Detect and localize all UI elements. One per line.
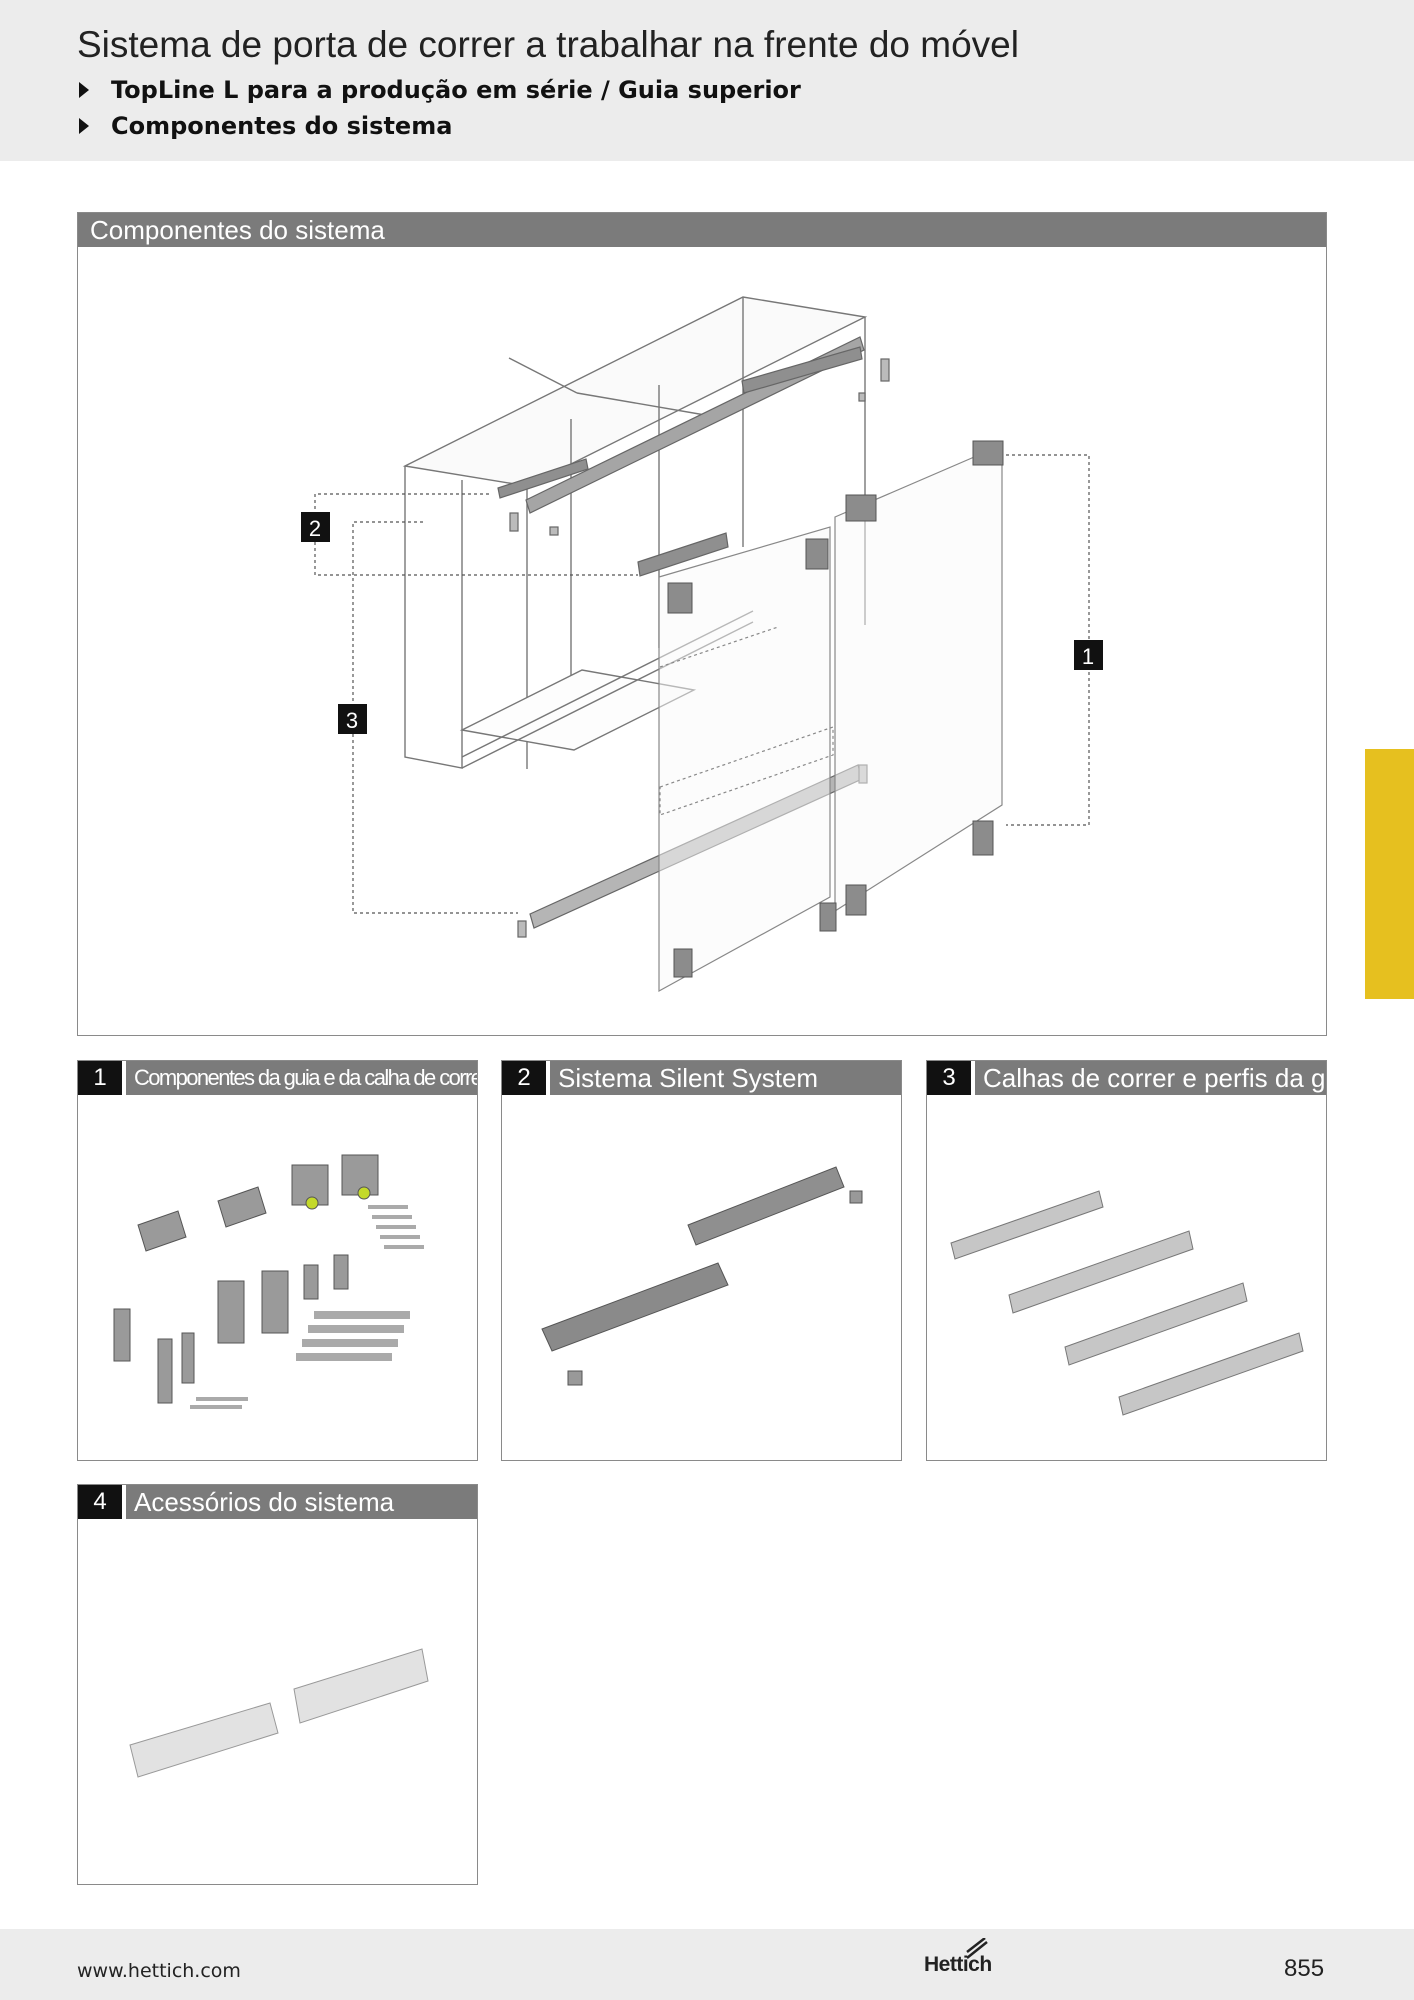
callout-badge-2: 2: [301, 512, 330, 542]
footer-url-link[interactable]: www.hettich.com: [77, 1960, 241, 1982]
panel-heading: 1 Componentes da guia e da calha de corr…: [78, 1061, 477, 1095]
panel-heading: 3 Calhas de correr e perfis da guia: [927, 1061, 1326, 1095]
hettich-logo: Hettich: [924, 1953, 992, 1976]
panel-heading: 4 Acessórios do sistema: [78, 1485, 477, 1519]
breadcrumb-item[interactable]: Componentes do sistema: [79, 110, 452, 142]
page-title: Sistema de porta de correr a trabalhar n…: [77, 24, 1019, 65]
section-color-tab: [1365, 749, 1414, 999]
panel-label: Componentes da guia e da calha de correr: [134, 1065, 477, 1090]
breadcrumb-label: TopLine L para a produção em série / Gui…: [111, 76, 801, 104]
footer-band: [0, 1929, 1414, 2000]
sub-panel-rails-profiles: 3 Calhas de correr e perfis da guia: [926, 1060, 1327, 1461]
callout-label: 2: [309, 516, 321, 541]
guide-components-illustration: [113, 1154, 424, 1409]
system-overview-panel: Componentes do sistema: [77, 212, 1327, 1036]
callout-label: 1: [1082, 644, 1094, 669]
rails-profiles-illustration: [950, 1190, 1304, 1416]
callout-badge-3: 3: [338, 704, 367, 734]
sub-panel-guide-components: 1 Componentes da guia e da calha de corr…: [77, 1060, 478, 1461]
panel-heading: Componentes do sistema: [78, 213, 1326, 247]
hettich-logo-mark: [966, 1938, 988, 1959]
callout-badge-1: 1: [1074, 640, 1103, 670]
breadcrumb-label: Componentes do sistema: [111, 112, 453, 140]
cabinet-exploded-diagram: 2 3 1: [301, 296, 1103, 993]
accessories-illustration: [129, 1648, 429, 1778]
panel-number-badge: 4: [78, 1485, 126, 1519]
panel-number-badge: 1: [78, 1061, 126, 1095]
panel-label: Calhas de correr e perfis da guia: [983, 1062, 1326, 1093]
panel-label: Acessórios do sistema: [134, 1486, 395, 1517]
silent-system-illustration: [541, 1166, 863, 1386]
panel-number-badge: 2: [502, 1061, 550, 1095]
header-band: [0, 0, 1414, 161]
panel-label: Sistema Silent System: [558, 1062, 819, 1093]
triangle-right-icon: [79, 118, 89, 134]
panel-heading: 2 Sistema Silent System: [502, 1061, 901, 1095]
page-number: 855: [1284, 1955, 1325, 1982]
callout-label: 3: [346, 708, 358, 733]
triangle-right-icon: [79, 82, 89, 98]
sub-panel-silent-system: 2 Sistema Silent System: [501, 1060, 902, 1461]
sub-panel-accessories: 4 Acessórios do sistema: [77, 1484, 478, 1885]
breadcrumb-item[interactable]: TopLine L para a produção em série / Gui…: [79, 74, 801, 106]
panel-number-badge: 3: [927, 1061, 975, 1095]
